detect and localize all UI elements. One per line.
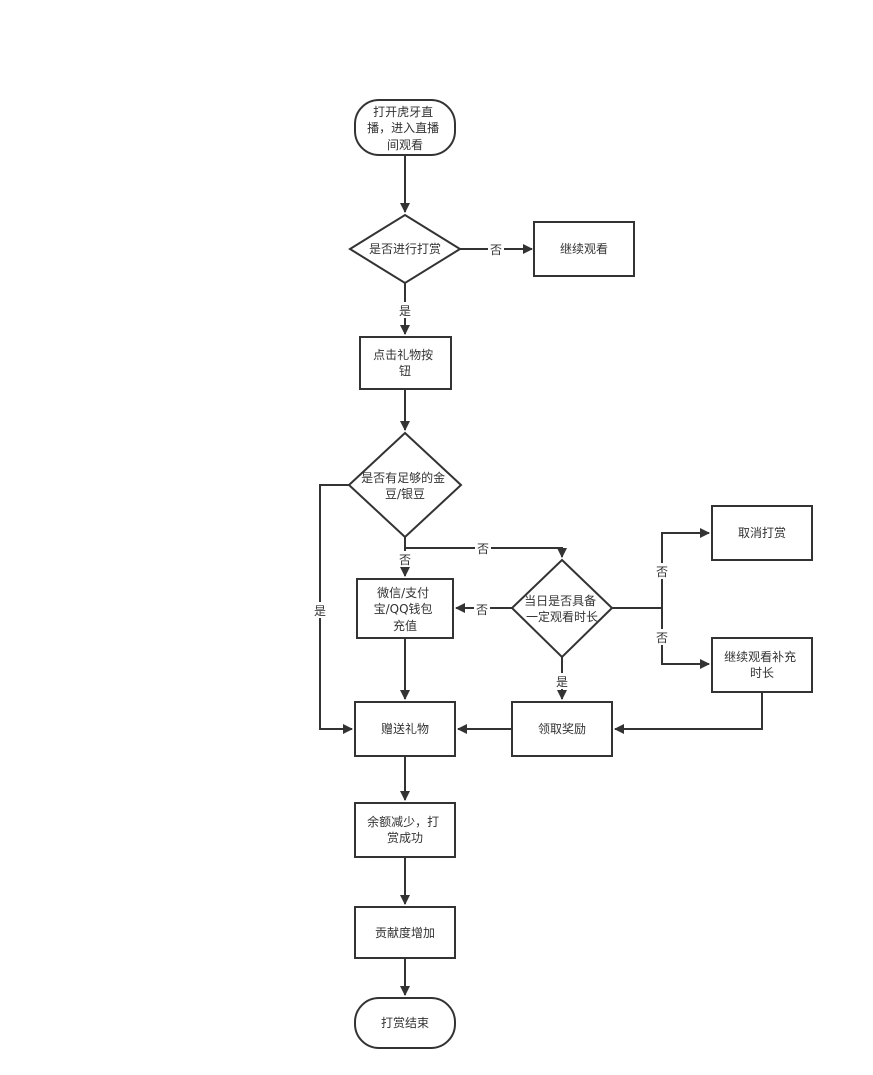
- svg-text:贡献度增加: 贡献度增加: [375, 925, 435, 940]
- edge-supplement-to-claim: [614, 692, 763, 734]
- node-click-gift-line-1: 点击礼物按: [373, 347, 433, 362]
- edge-labels: 否 是 否 否 是 否 是 否 否: [312, 241, 670, 689]
- node-decision-tip-line-1: 是否进行打赏: [369, 242, 441, 256]
- svg-text:赠送礼物: 赠送礼物: [381, 721, 429, 736]
- node-recharge-line-3: 充值: [393, 618, 417, 633]
- node-decision-duration-line-2: 一定观看时长: [526, 609, 598, 624]
- node-start: 打开虎牙直 播，进入直播 间观看: [354, 99, 456, 156]
- svg-text:余额减少，打 赏成功: 余额减少，打 赏成功: [367, 814, 443, 845]
- edge-label-duration-no-cancel: 否: [656, 565, 668, 579]
- node-decision-balance-line-1: 是否有足够的金: [361, 470, 445, 485]
- node-decision-balance: 是否有足够的金 豆/银豆: [347, 431, 463, 539]
- node-continue-supplement: 继续观看补充 时长: [711, 637, 813, 693]
- node-balance-decrease-line-2: 赏成功: [387, 831, 423, 845]
- node-recharge-line-2: 宝/QQ钱包: [374, 601, 433, 616]
- node-start-line-3: 间观看: [387, 138, 423, 152]
- edge-duration-no-supplement: [661, 608, 710, 669]
- node-end: 打赏结束: [354, 997, 456, 1049]
- node-continue-watch-line-1: 继续观看: [560, 242, 608, 256]
- svg-text:点击礼物按 钮: 点击礼物按 钮: [373, 347, 437, 378]
- node-click-gift-line-2: 钮: [399, 363, 411, 378]
- node-continue-supplement-line-1: 继续观看补充: [724, 649, 796, 664]
- node-send-gift-line-1: 赠送礼物: [381, 721, 429, 736]
- node-continue-supplement-line-2: 时长: [750, 666, 774, 680]
- node-balance-decrease-line-1: 余额减少，打: [367, 814, 439, 829]
- svg-text:取消打赏: 取消打赏: [738, 526, 786, 540]
- edge-label-tip-yes: 是: [399, 304, 411, 318]
- svg-text:打赏结束: 打赏结束: [381, 1016, 429, 1030]
- node-decision-duration: 当日是否具备 一定观看时长: [510, 558, 614, 659]
- node-cancel-tip: 取消打赏: [711, 505, 813, 561]
- node-cancel-tip-line-1: 取消打赏: [738, 526, 786, 540]
- node-start-line-2: 播，进入直播: [367, 121, 439, 135]
- svg-text:打开虎牙直 播，进入直播 间观看: 打开虎牙直 播，进入直播 间观看: [367, 105, 443, 152]
- node-send-gift: 赠送礼物: [354, 701, 456, 757]
- node-contribution-increase-line-1: 贡献度增加: [375, 925, 435, 940]
- edge-balance-no-right: [405, 547, 567, 558]
- edge-label-balance-yes: 是: [314, 604, 326, 618]
- node-decision-tip: 是否进行打赏: [348, 213, 462, 285]
- svg-text:当日是否具备 一定观看时长: 当日是否具备 一定观看时长: [524, 594, 600, 624]
- node-start-line-1: 打开虎牙直: [373, 105, 433, 119]
- node-balance-decrease: 余额减少，打 赏成功: [354, 802, 456, 858]
- edge-label-tip-no: 否: [490, 243, 502, 257]
- node-recharge: 微信/支付 宝/QQ钱包 充值: [356, 578, 454, 639]
- svg-text:领取奖励: 领取奖励: [538, 722, 586, 736]
- svg-text:继续观看补充 时长: 继续观看补充 时长: [724, 649, 800, 680]
- edge-label-duration-yes: 是: [556, 675, 568, 689]
- node-decision-duration-line-1: 当日是否具备: [524, 594, 596, 608]
- node-continue-watch: 继续观看: [533, 221, 635, 277]
- svg-text:是否有足够的金 豆/银豆: 是否有足够的金 豆/银豆: [361, 470, 449, 501]
- node-recharge-line-1: 微信/支付: [377, 586, 429, 600]
- node-end-line-1: 打赏结束: [381, 1016, 429, 1030]
- edge-label-duration-no-left: 否: [476, 603, 488, 617]
- node-click-gift: 点击礼物按 钮: [359, 336, 452, 390]
- edge-label-balance-no-down: 否: [399, 553, 411, 567]
- svg-text:继续观看: 继续观看: [560, 242, 608, 256]
- node-claim-reward-line-1: 领取奖励: [538, 722, 586, 736]
- edge-label-balance-no-right: 否: [477, 542, 489, 556]
- node-decision-balance-line-2: 豆/银豆: [385, 487, 425, 501]
- edge-label-duration-no-supplement: 否: [656, 631, 668, 645]
- svg-text:是否进行打赏: 是否进行打赏: [369, 242, 441, 256]
- node-claim-reward: 领取奖励: [511, 701, 613, 757]
- node-contribution-increase: 贡献度增加: [354, 906, 456, 959]
- edges: [319, 155, 763, 996]
- svg-text:微信/支付 宝/QQ钱包 充值: 微信/支付 宝/QQ钱包 充值: [374, 586, 437, 633]
